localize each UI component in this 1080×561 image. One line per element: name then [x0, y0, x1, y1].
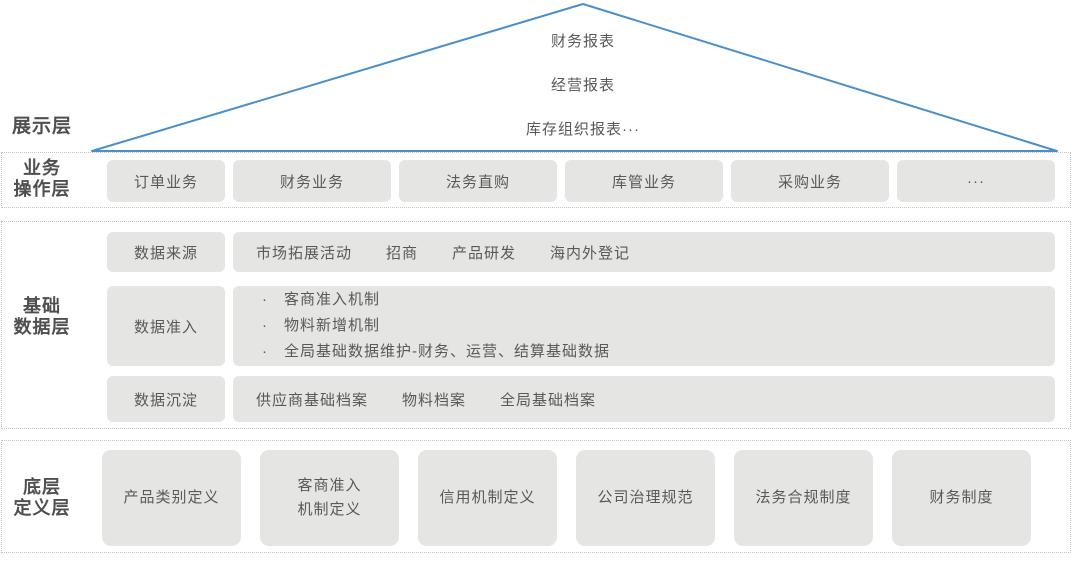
roof-report-line: 财务报表 [550, 33, 615, 50]
data-deposit-item: 物料档案 [402, 391, 467, 409]
roof-report-list: 财务报表 经营报表 库存组织报表··· [526, 30, 640, 139]
business-box-row: 订单业务 财务业务 法务直购 库管业务 采购业务 ··· [107, 160, 1055, 202]
data-source-item: 产品研发 [452, 244, 517, 262]
definition-box: 产品类别定义 [102, 450, 241, 546]
section-frame-business [1, 152, 1071, 208]
layer-label-line: 业务 [23, 158, 61, 178]
definition-box: 信用机制定义 [418, 450, 557, 546]
data-source-item: 招商 [386, 244, 419, 262]
data-admission-title: 数据准入 [107, 286, 225, 366]
data-deposit-item: 全局基础档案 [500, 391, 597, 409]
definition-box-row: 产品类别定义 客商准入 机制定义 信用机制定义 公司治理规范 法务合规制度 财务… [102, 450, 1031, 546]
section-frame-foundation [1, 221, 1071, 429]
pyramid-outline-icon [91, 3, 1058, 152]
definition-box: 财务制度 [892, 450, 1031, 546]
business-box-more: ··· [897, 160, 1055, 202]
layer-label-line: 定义层 [13, 498, 71, 518]
admission-bullet-line: · 物料新增机制 [256, 315, 380, 337]
section-frame-definition [1, 440, 1071, 553]
definition-box: 公司治理规范 [576, 450, 715, 546]
admission-bullet-text: 全局基础数据维护-财务、运营、结算基础数据 [284, 343, 610, 360]
roof-report-line: 经营报表 [550, 77, 615, 94]
roof-report-line: 库存组织报表··· [526, 121, 640, 138]
admission-bullet-line: · 全局基础数据维护-财务、运营、结算基础数据 [256, 341, 610, 363]
definition-box-line: 公司治理规范 [597, 489, 694, 506]
data-deposit-content: 供应商基础档案 物料档案 全局基础档案 [233, 376, 1055, 422]
layer-label-line: 基础 [23, 296, 61, 316]
data-source-content: 市场拓展活动 招商 产品研发 海内外登记 [233, 232, 1055, 272]
data-source-title: 数据来源 [107, 232, 225, 272]
admission-bullet-line: · 客商准入机制 [256, 289, 380, 311]
business-box: 法务直购 [399, 160, 557, 202]
bullet-dot-icon: · [262, 343, 268, 360]
layer-label-definition: 底层 定义层 [0, 477, 84, 519]
definition-box: 法务合规制度 [734, 450, 873, 546]
definition-box-line: 法务合规制度 [755, 489, 852, 506]
data-source-item: 市场拓展活动 [256, 244, 353, 262]
layer-label-business: 业务 操作层 [0, 158, 84, 200]
admission-bullet-text: 物料新增机制 [284, 317, 381, 334]
data-source-item: 海内外登记 [550, 244, 631, 262]
layer-label-line: 数据层 [13, 317, 71, 337]
layer-label-display: 展示层 [11, 116, 72, 137]
data-deposit-item: 供应商基础档案 [256, 391, 369, 409]
bullet-dot-icon: · [262, 291, 268, 308]
bullet-dot-icon: · [262, 317, 268, 334]
layer-label-line: 底层 [23, 477, 61, 497]
layer-label-foundation: 基础 数据层 [0, 296, 84, 338]
business-box: 库管业务 [565, 160, 723, 202]
business-box: 订单业务 [107, 160, 225, 202]
definition-box-line: 机制定义 [297, 501, 362, 518]
definition-box-line: 信用机制定义 [439, 489, 536, 506]
definition-box-line: 财务制度 [929, 489, 994, 506]
business-box: 采购业务 [731, 160, 889, 202]
business-box: 财务业务 [233, 160, 391, 202]
definition-box-line: 客商准入 [297, 477, 362, 494]
data-deposit-title: 数据沉淀 [107, 376, 225, 422]
layer-label-line: 操作层 [13, 179, 71, 199]
definition-box: 客商准入 机制定义 [260, 450, 399, 546]
data-admission-content: · 客商准入机制 · 物料新增机制 · 全局基础数据维护-财务、运营、结算基础数… [233, 286, 1055, 366]
definition-box-line: 产品类别定义 [123, 489, 220, 506]
admission-bullet-text: 客商准入机制 [284, 291, 381, 308]
